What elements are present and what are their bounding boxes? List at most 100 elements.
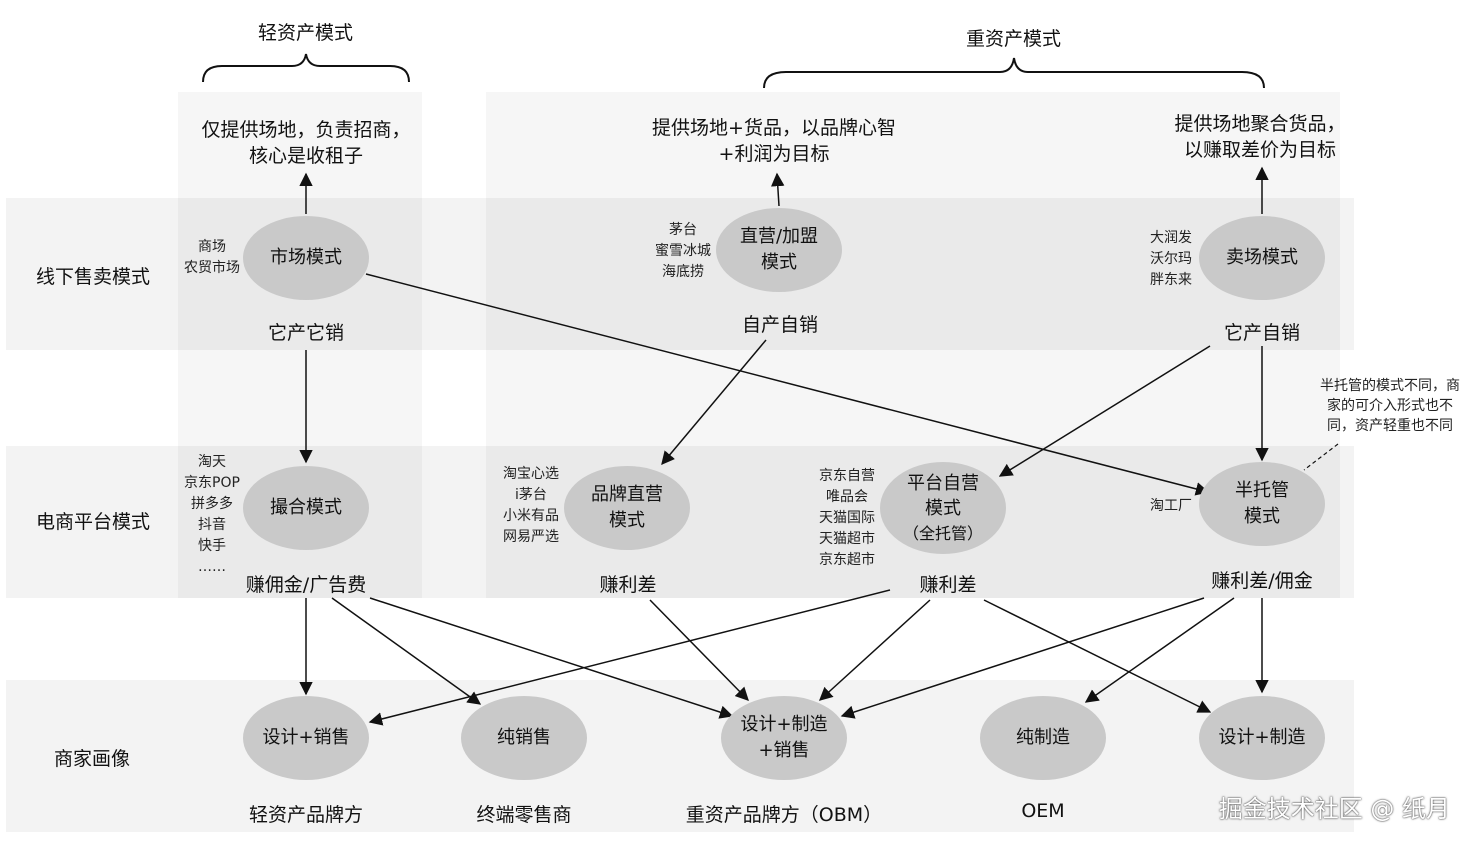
arrow-matchmaking-to-obm	[369, 597, 734, 719]
pure-mfg-caption: OEM	[1021, 800, 1065, 822]
brand-direct-caption: 赚利差	[599, 574, 657, 596]
matchmaking-examples: 淘天 京东POP 拼多多 抖音 快手 ……	[176, 452, 248, 578]
note-line: 家的可介入形式也不	[1327, 398, 1453, 414]
example-item: 农贸市场	[184, 260, 240, 276]
direct-franchise-node: 直营/加盟 模式	[716, 208, 842, 292]
example-item: 商场	[198, 239, 226, 255]
example-item: 淘天	[198, 454, 226, 470]
example-item: 胖东来	[1150, 272, 1192, 288]
node-label: 卖场模式	[1226, 247, 1298, 268]
goal-line: 核心是收租子	[248, 145, 363, 167]
node-label: 模式	[925, 497, 961, 519]
platform-self-examples: 京东自营 唯品会 天猫国际 天猫超市 京东超市	[812, 466, 882, 571]
matchmaking-mode-node: 撮合模式	[243, 466, 369, 550]
design-sales-node: 设计+销售	[243, 696, 369, 780]
node-label: 模式	[761, 252, 797, 273]
light-asset-brace	[202, 53, 410, 83]
node-label: +销售	[758, 740, 810, 761]
goal-direct: 提供场地+货品，以品牌心智 +利润为目标	[624, 115, 924, 167]
design-mfg-sales-node: 设计+制造 +销售	[721, 696, 847, 780]
platform-self-caption: 赚利差	[919, 574, 977, 596]
pure-mfg-node: 纯制造	[980, 696, 1106, 780]
goal-line: +利润为目标	[718, 143, 830, 165]
arrow-platform-to-design-sales	[368, 589, 891, 726]
store-mode-node: 卖场模式	[1199, 216, 1325, 300]
matchmaking-caption: 赚佣金/广告费	[245, 574, 367, 596]
arrow-platform-to-design-mfg	[983, 599, 1212, 713]
note-pointer	[1303, 443, 1339, 471]
market-mode-node: 市场模式	[243, 216, 369, 300]
semi-managed-caption: 赚利差/佣金	[1211, 570, 1313, 592]
node-label: 设计+销售	[262, 727, 350, 748]
arrow-matchmaking-to-pure-sales	[331, 597, 482, 705]
store-examples: 大润发 沃尔玛 胖东来	[1140, 228, 1202, 291]
design-mfg-sales-caption: 重资产品牌方（OBM）	[685, 804, 883, 826]
merchant-band	[6, 680, 1354, 832]
heavy-asset-brace	[763, 57, 1265, 89]
goal-store: 提供场地聚合货品， 以赚取差价为目标	[1150, 111, 1370, 163]
example-item: 小米有品	[503, 508, 559, 524]
example-item: i茅台	[515, 487, 547, 503]
pure-sales-node: 纯销售	[461, 696, 587, 780]
watermark-text: 掘金技术社区 @ 纸月	[1218, 795, 1450, 823]
arrow-direct-goal	[771, 172, 785, 207]
example-item: 海底捞	[662, 264, 704, 280]
market-caption: 它产它销	[267, 322, 344, 344]
node-label: 纯销售	[497, 727, 551, 748]
arrow-semi-to-obm	[840, 597, 1205, 719]
example-item: 快手	[198, 538, 226, 554]
market-examples: 商场 农贸市场	[180, 237, 244, 279]
semi-managed-note: 半托管的模式不同，商 家的可介入形式也不 同，资产轻重也不同	[1312, 376, 1468, 436]
node-label: 模式	[1244, 506, 1280, 527]
example-item: 淘宝心选	[503, 466, 559, 482]
pure-sales-caption: 终端零售商	[476, 804, 572, 826]
arrow-store-to-platform	[998, 345, 1211, 477]
direct-examples: 茅台 蜜雪冰城 海底捞	[646, 220, 720, 283]
example-item: 京东POP	[184, 475, 240, 491]
example-item: 天猫超市	[819, 531, 875, 547]
example-item: 蜜雪冰城	[655, 243, 711, 259]
light-asset-header: 轻资产模式	[258, 22, 354, 44]
brand-direct-node: 品牌直营 模式	[564, 466, 690, 550]
example-item: 沃尔玛	[1150, 251, 1192, 267]
offline-band	[6, 198, 1354, 350]
semi-managed-node: 半托管 模式	[1199, 462, 1325, 546]
semi-managed-examples: 淘工厂	[1146, 496, 1196, 517]
example-item: ……	[198, 559, 226, 575]
example-item: 唯品会	[826, 489, 868, 505]
row-label-offline: 线下售卖模式	[36, 266, 151, 288]
example-item: 抖音	[198, 517, 226, 533]
note-line: 同，资产轻重也不同	[1327, 418, 1453, 434]
node-label: 品牌直营	[591, 484, 663, 505]
design-mfg-node: 设计+制造	[1199, 696, 1325, 780]
arrow-brand-to-obm	[649, 599, 749, 701]
node-label: 纯制造	[1016, 727, 1070, 748]
row-label-ecommerce: 电商平台模式	[36, 511, 151, 533]
example-item: 京东超市	[819, 552, 875, 568]
platform-self-node: 平台自营 模式 （全托管）	[880, 462, 1006, 554]
example-item: 茅台	[669, 222, 697, 238]
node-label: 市场模式	[270, 247, 342, 268]
example-item: 网易严选	[503, 529, 559, 545]
store-caption: 它产自销	[1223, 322, 1300, 344]
node-label: 平台自营	[907, 472, 979, 494]
node-label: （全托管）	[902, 523, 983, 543]
goal-line: 提供场地聚合货品，	[1174, 113, 1346, 135]
direct-caption: 自产自销	[741, 314, 818, 336]
arrow-semi-to-pure-mfg	[1084, 597, 1235, 703]
node-label: 半托管	[1235, 480, 1289, 501]
arrow-market-to-semi	[365, 273, 1210, 496]
example-item: 天猫国际	[819, 510, 875, 526]
example-item: 淘工厂	[1150, 498, 1192, 514]
design-sales-caption: 轻资产品牌方	[248, 804, 363, 826]
goal-market: 仅提供场地，负责招商， 核心是收租子	[180, 117, 432, 169]
arrow-platform-to-obm	[819, 599, 931, 701]
example-item: 拼多多	[191, 496, 233, 512]
example-item: 京东自营	[819, 468, 875, 484]
node-label: 设计+制造	[1218, 727, 1306, 748]
node-label: 直营/加盟	[739, 226, 819, 247]
brand-direct-examples: 淘宝心选 i茅台 小米有品 网易严选	[496, 464, 566, 548]
arrow-direct-to-brand	[661, 339, 767, 466]
